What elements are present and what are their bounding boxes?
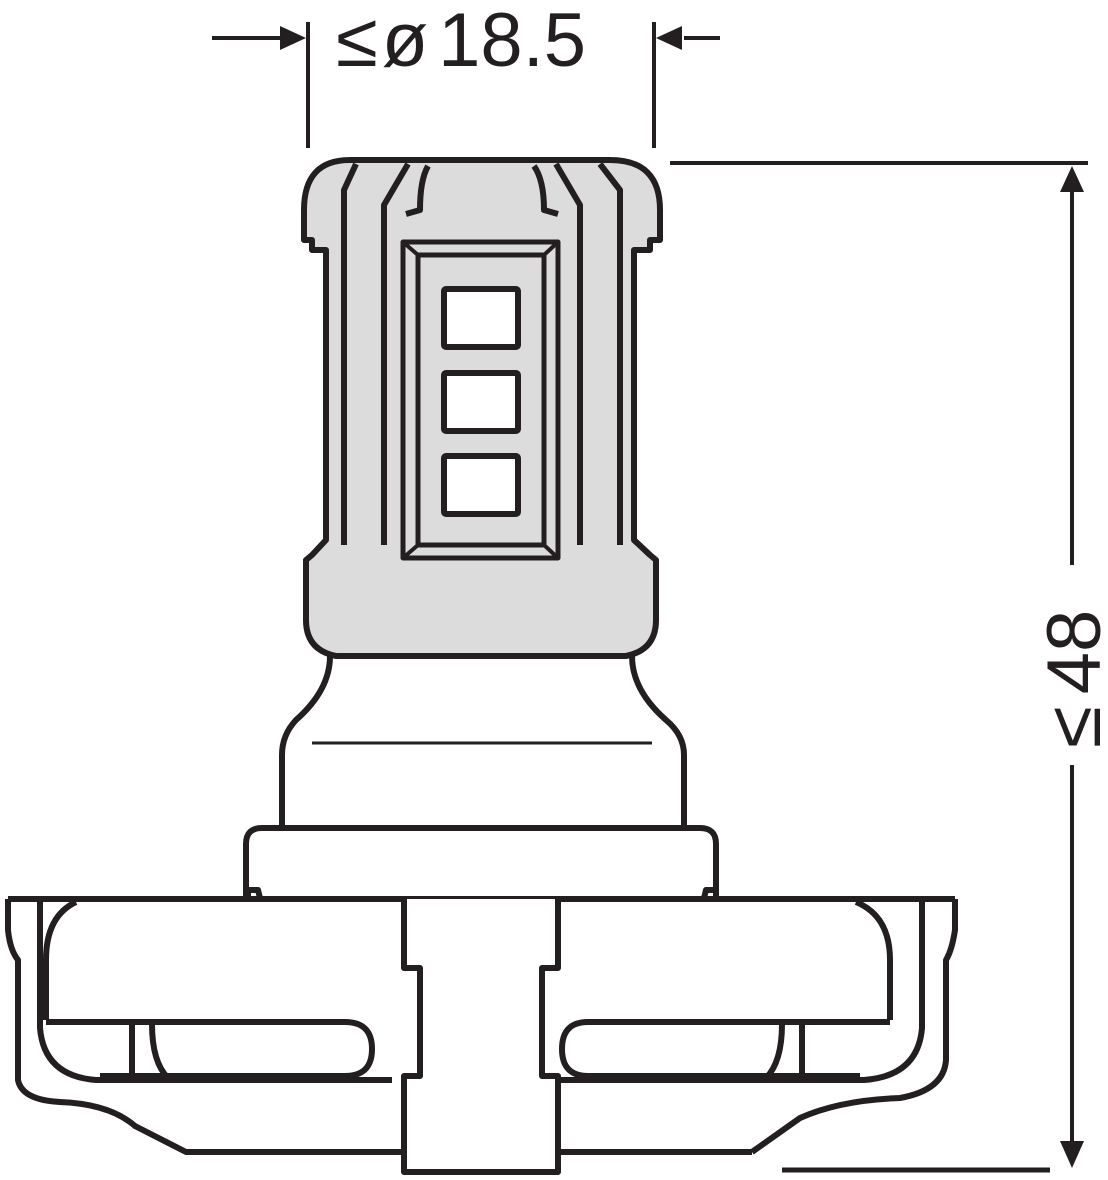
le-symbol: ≤ [336, 0, 378, 83]
groove-left-hook [405, 164, 431, 217]
left-capsule-curve [149, 1023, 171, 1081]
right-capsule-curve [763, 1023, 785, 1081]
diameter-symbol: ø [382, 0, 428, 83]
led-chip-3 [441, 453, 521, 517]
bulb-base [5, 896, 958, 1175]
right-wing-curve [854, 899, 893, 1020]
right-wing-outer [750, 899, 958, 1155]
bevel-bl [401, 543, 420, 560]
groove-right-hook [531, 164, 559, 217]
bulb-neck [279, 655, 687, 828]
height-arrow-down-icon [1060, 1141, 1084, 1168]
center-stem [401, 899, 561, 1175]
groove-right-outer [597, 162, 623, 545]
base-collar [243, 825, 719, 898]
right-wing-inner [560, 902, 925, 1083]
collar-notch-right [701, 887, 719, 899]
left-capsule [46, 1019, 375, 1079]
height-label: ≤48 [1032, 610, 1108, 748]
groove-right-inner [553, 162, 583, 545]
bulb-head [301, 157, 663, 659]
led-chip-1 [441, 286, 521, 350]
diameter-arrow-left-icon [280, 26, 306, 50]
height-value: 48 [1032, 610, 1108, 695]
height-arrow-up-icon [1060, 166, 1084, 192]
le-symbol: ≤ [1032, 706, 1108, 748]
led-chip-2 [441, 370, 521, 434]
bevel-tr [542, 240, 560, 257]
bevel-tl [401, 240, 420, 257]
left-wing-curve [43, 899, 78, 1020]
collar-notch-left [245, 887, 263, 899]
right-capsule [559, 1019, 890, 1079]
neck-outline [279, 655, 687, 828]
left-wing-outer [5, 899, 380, 1155]
bevel-br [542, 543, 560, 560]
diameter-arrow-right-icon [656, 26, 682, 50]
groove-left-inner [381, 162, 411, 545]
height-dimension: ≤48 [670, 161, 1108, 1173]
diameter-value: 18.5 [438, 0, 586, 83]
left-wing-inner [37, 902, 392, 1083]
groove-left-outer [341, 162, 359, 545]
